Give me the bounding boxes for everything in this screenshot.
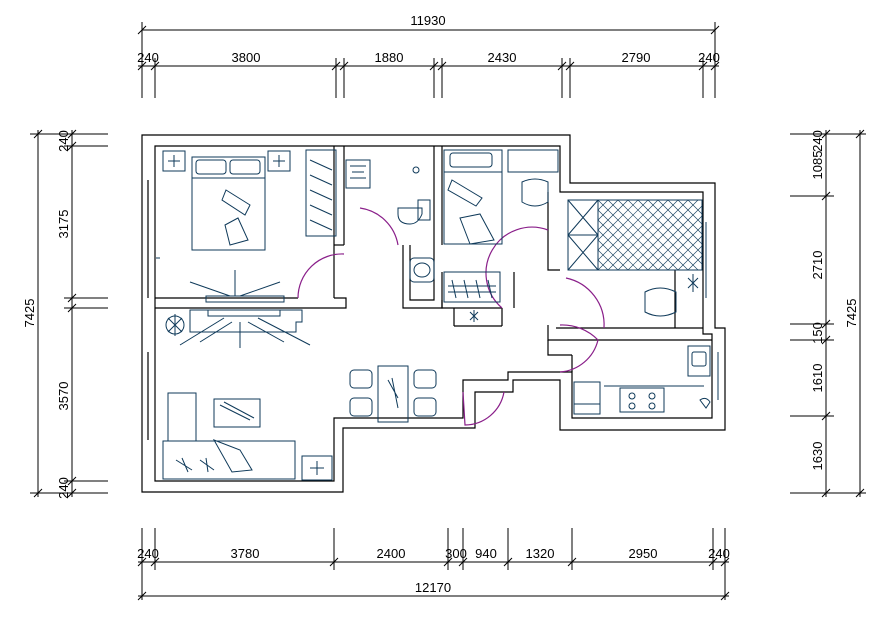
walls [141,134,726,493]
kitchen-door-upper [559,324,599,341]
left-dim-segment: 240 [56,130,71,152]
bedroom-2-furniture [443,149,559,322]
side-armchair [167,392,197,442]
kitchen-door-lower [559,339,599,373]
left-total-dimension: 7425 [22,299,37,328]
kitchen-sink [687,345,711,377]
bedroom-1-furniture [156,149,337,303]
shower-unit [345,159,371,189]
bedroom-3-furniture [567,199,707,317]
top-dimension-chain: 11930 240 3800 1880 2430 2790 240 [137,13,720,98]
bedroom-1-door [297,253,345,299]
dining-table [377,365,409,423]
top-dim-segment: 2790 [622,50,651,65]
left-dimension-chain: 7425 240 3175 3570 240 [22,129,108,499]
top-dim-segment: 3800 [232,50,261,65]
desk-chair [521,178,549,207]
coffee-table [213,398,261,428]
tv-stand [205,295,285,303]
bottom-dim-segment: 240 [708,546,730,561]
right-dim-segment: 1085 [810,151,825,180]
bottom-total-dimension: 12170 [415,580,451,595]
toilet [397,207,423,225]
right-dim-segment: 1630 [810,442,825,471]
dining-chair [413,369,437,389]
top-dim-segment: 2430 [488,50,517,65]
dining-chair [349,369,373,389]
bottom-dim-segment: 2950 [629,546,658,561]
wardrobe-2 [443,271,501,303]
double-bed [191,156,266,251]
right-dim-segment: 1610 [810,364,825,393]
bedroom-3-door [565,277,605,329]
tv-cabinet [189,309,303,333]
right-dimension-chain: 1085 240 2710 150 1610 1630 7425 [790,129,866,498]
washbasin [409,257,435,283]
doors [297,207,605,426]
left-dim-segment: 240 [56,477,71,499]
right-total-dimension: 7425 [844,299,859,328]
kitchen-fixtures [573,345,719,415]
bathroom-door [359,207,399,246]
bottom-dimension-chain: 240 3780 2400 300 940 1320 2950 240 1217… [137,528,730,601]
bottom-dim-segment: 3780 [231,546,260,561]
top-dim-segment: 1880 [375,50,404,65]
bathroom-fixtures [345,159,435,283]
bottom-dim-segment: 240 [137,546,159,561]
single-bed [443,149,503,245]
tatami-platform [597,199,703,271]
top-dim-segment: 240 [698,50,720,65]
sofa [162,440,296,480]
bottom-dim-segment: 1320 [526,546,555,561]
nightstand-right [267,150,291,172]
bedroom-2-door [485,226,549,309]
desk [507,149,559,173]
bottom-dim-segment: 940 [475,546,497,561]
right-dim-segment: 2710 [810,251,825,280]
lounge-chair [644,287,677,317]
bottom-dim-segment: 2400 [377,546,406,561]
gas-stove [619,387,665,413]
living-room-furniture [162,309,333,481]
dining-furniture [349,365,437,423]
top-dim-segment: 240 [137,50,159,65]
wardrobe [305,149,337,237]
refrigerator [573,381,601,415]
right-dim-segment: 150 [810,322,825,344]
left-dim-segment: 3175 [56,210,71,239]
bottom-dim-segment: 300 [445,546,467,561]
left-dim-segment: 3570 [56,382,71,411]
dining-chair [413,397,437,417]
dining-chair [349,397,373,417]
side-table [301,455,333,481]
nightstand-left [162,150,186,172]
top-total-dimension: 11930 [410,13,445,28]
right-dim-segment: 240 [810,130,825,152]
entry-door [462,391,505,426]
